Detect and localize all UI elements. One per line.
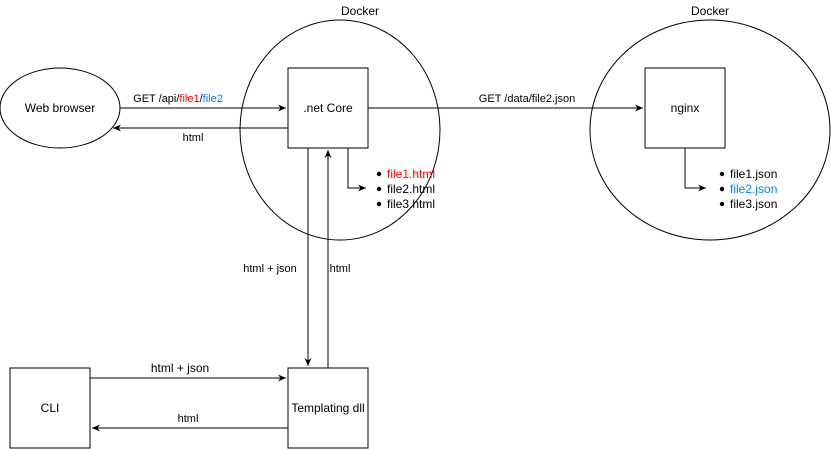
net-core-label: .net Core [303,101,353,115]
edge-label-core-to-nginx: GET /data/file2.json [479,93,575,105]
edge-label-templating-to-cli: html [178,413,199,425]
net-core-node [287,67,369,149]
edge-label-cli-to-templating: html + json [151,361,209,375]
edge-label-browser-to-core: GET /api/file1/file2 [133,93,223,105]
html-file-bullet [376,186,382,192]
json-file-bullet [719,186,725,192]
json-file-item: file1.json [730,167,777,181]
html-file-bullet [376,201,382,207]
json-file-item: file2.json [730,182,777,196]
edge-nginx-to-json-files [684,148,706,192]
docker-left-label: Docker [341,4,379,18]
json-file-item: file3.json [730,197,777,211]
html-file-item: file1.html [387,167,435,181]
html-file-item: file2.html [387,182,435,196]
edge-core-to-html-files [347,148,366,192]
nginx-node [644,67,726,149]
html-file-item: file3.html [387,197,435,211]
edge-label-templating-to-core: html [330,263,351,275]
json-file-bullet [719,201,725,207]
nginx-label: nginx [671,101,700,115]
docker-right-label: Docker [691,4,729,18]
web-browser-label: Web browser [25,101,95,115]
edge-label-core-to-templating: html + json [243,263,297,275]
edge-label-core-to-browser: html [183,132,204,144]
cli-node [9,367,91,449]
templating-label: Templating dll [291,401,364,415]
cli-label: CLI [41,401,60,415]
html-file-bullet [376,171,382,177]
templating-node [287,367,369,449]
json-file-bullet [719,171,725,177]
